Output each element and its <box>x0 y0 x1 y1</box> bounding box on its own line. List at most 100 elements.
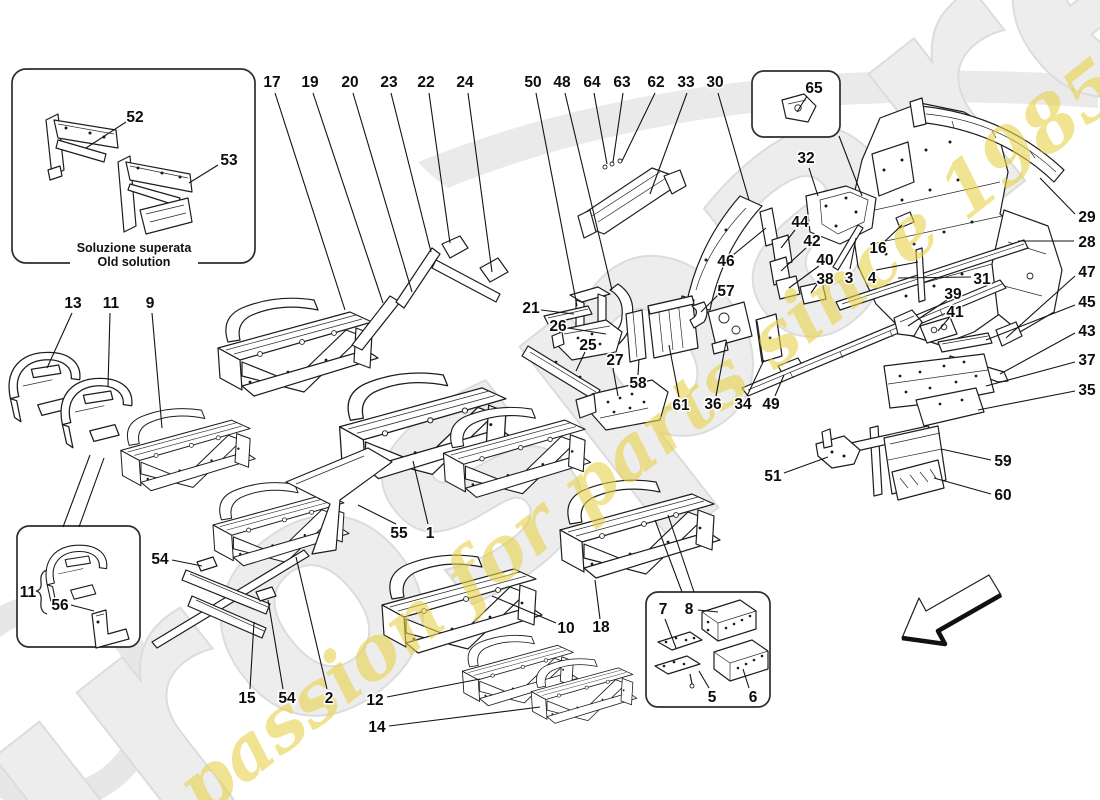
part-number-47: 47 <box>1078 264 1095 281</box>
leader-lines-layer <box>46 92 1076 727</box>
part-number-26: 26 <box>549 318 567 335</box>
leader-line-11 <box>107 312 111 388</box>
part-59-60-bracket-assembly <box>845 425 947 501</box>
leader-line-38 <box>810 282 819 294</box>
part-39-bracket <box>893 309 923 337</box>
leader-line-14 <box>388 706 541 727</box>
part-29-header-rail <box>909 97 1065 183</box>
leader-line-1 <box>412 460 429 525</box>
part-number-33: 33 <box>677 74 695 91</box>
bracket-detail-box <box>16 525 141 648</box>
leader-line-52 <box>85 121 127 149</box>
part-number-54: 54 <box>151 551 169 568</box>
part-number-5: 5 <box>708 689 717 706</box>
part-number-20: 20 <box>341 74 358 91</box>
part-3-rod <box>832 224 864 271</box>
part-number-30: 30 <box>706 74 723 91</box>
part-61-channel <box>647 295 699 359</box>
part-number-39: 39 <box>944 286 962 303</box>
leader-line-56 <box>70 604 95 612</box>
part-number-44: 44 <box>791 214 809 231</box>
part-number-3: 3 <box>845 270 854 287</box>
leader-line-55 <box>357 504 397 525</box>
part-number-48: 48 <box>553 74 571 91</box>
leader-line-29 <box>1039 177 1076 215</box>
leader-line-33 <box>649 92 688 195</box>
part-number-6: 6 <box>749 689 758 706</box>
leader-line-19 <box>312 92 384 304</box>
leader-line-61 <box>668 344 680 398</box>
part-number-13: 13 <box>64 295 82 312</box>
leader-line-51 <box>783 456 829 474</box>
part-52-bracket <box>45 113 119 181</box>
leader-line-48 <box>564 92 613 291</box>
part-number-2: 2 <box>325 690 334 707</box>
part-number-42: 42 <box>803 233 820 250</box>
leader-line-27 <box>612 367 619 397</box>
part-number-9: 9 <box>146 295 155 312</box>
part-number-27: 27 <box>606 352 623 369</box>
leader-line-25 <box>575 351 586 372</box>
part-number-59: 59 <box>994 453 1012 470</box>
part-number-7: 7 <box>659 601 668 618</box>
leader-line-10 <box>491 595 557 624</box>
part-number-29: 29 <box>1078 209 1096 226</box>
leader-line-39 <box>907 299 948 327</box>
leader-line-57 <box>700 294 719 313</box>
part-7-plate <box>657 631 703 651</box>
part-38-bracket <box>799 281 827 305</box>
part-24-bracket <box>479 257 509 283</box>
leader-line-44 <box>780 229 796 249</box>
part-number-8: 8 <box>685 601 694 618</box>
leader-line-45 <box>985 304 1076 341</box>
leader-line-60 <box>933 477 992 495</box>
part-number-56: 56 <box>51 597 69 614</box>
part-33-crossmember <box>577 158 687 239</box>
leader-line-22 <box>428 92 451 244</box>
leader-line-31 <box>897 276 972 279</box>
part-number-45: 45 <box>1078 294 1096 311</box>
leader-line-41 <box>937 317 950 332</box>
part-11-hoop-frame <box>60 377 133 449</box>
part-number-54: 54 <box>278 690 296 707</box>
leader-line-23 <box>390 92 432 253</box>
leader-line-42 <box>780 247 807 272</box>
part-number-14: 14 <box>368 719 386 736</box>
leader-line-64 <box>593 92 608 165</box>
leader-line-49 <box>774 374 785 397</box>
part-number-63: 63 <box>613 74 631 91</box>
leader-line-35 <box>977 390 1076 411</box>
leader-line-58 <box>637 358 640 376</box>
part-number-41: 41 <box>946 304 964 321</box>
inset-connectors <box>62 135 863 593</box>
part-number-65: 65 <box>805 80 823 97</box>
leader-line-59 <box>940 448 992 461</box>
part-45-bar <box>937 332 993 353</box>
part-number-15: 15 <box>238 690 256 707</box>
part-8-box-section <box>701 599 757 642</box>
part-number-49: 49 <box>762 396 780 413</box>
part-number-57: 57 <box>717 283 734 300</box>
part-number-16: 16 <box>869 240 887 257</box>
leader-line-12 <box>386 678 481 698</box>
leader-line-36 <box>715 341 727 397</box>
part-number-12: 12 <box>366 692 383 709</box>
part-36-bracket <box>707 301 753 355</box>
part-number-1: 1 <box>426 525 435 542</box>
part-number-34: 34 <box>734 396 752 413</box>
leader-line-9 <box>151 312 163 429</box>
part-number-11: 11 <box>103 295 120 312</box>
part-31-rail <box>835 239 1029 311</box>
part-number-50: 50 <box>524 74 541 91</box>
part-number-55: 55 <box>390 525 408 542</box>
part-number-52: 52 <box>126 109 143 126</box>
part-35-wedge <box>915 387 985 427</box>
part-6-box-section <box>713 639 769 682</box>
part-number-58: 58 <box>629 375 647 392</box>
part-number-43: 43 <box>1078 323 1096 340</box>
part-number-11: 11 <box>20 584 37 601</box>
part-number-23: 23 <box>380 74 398 91</box>
